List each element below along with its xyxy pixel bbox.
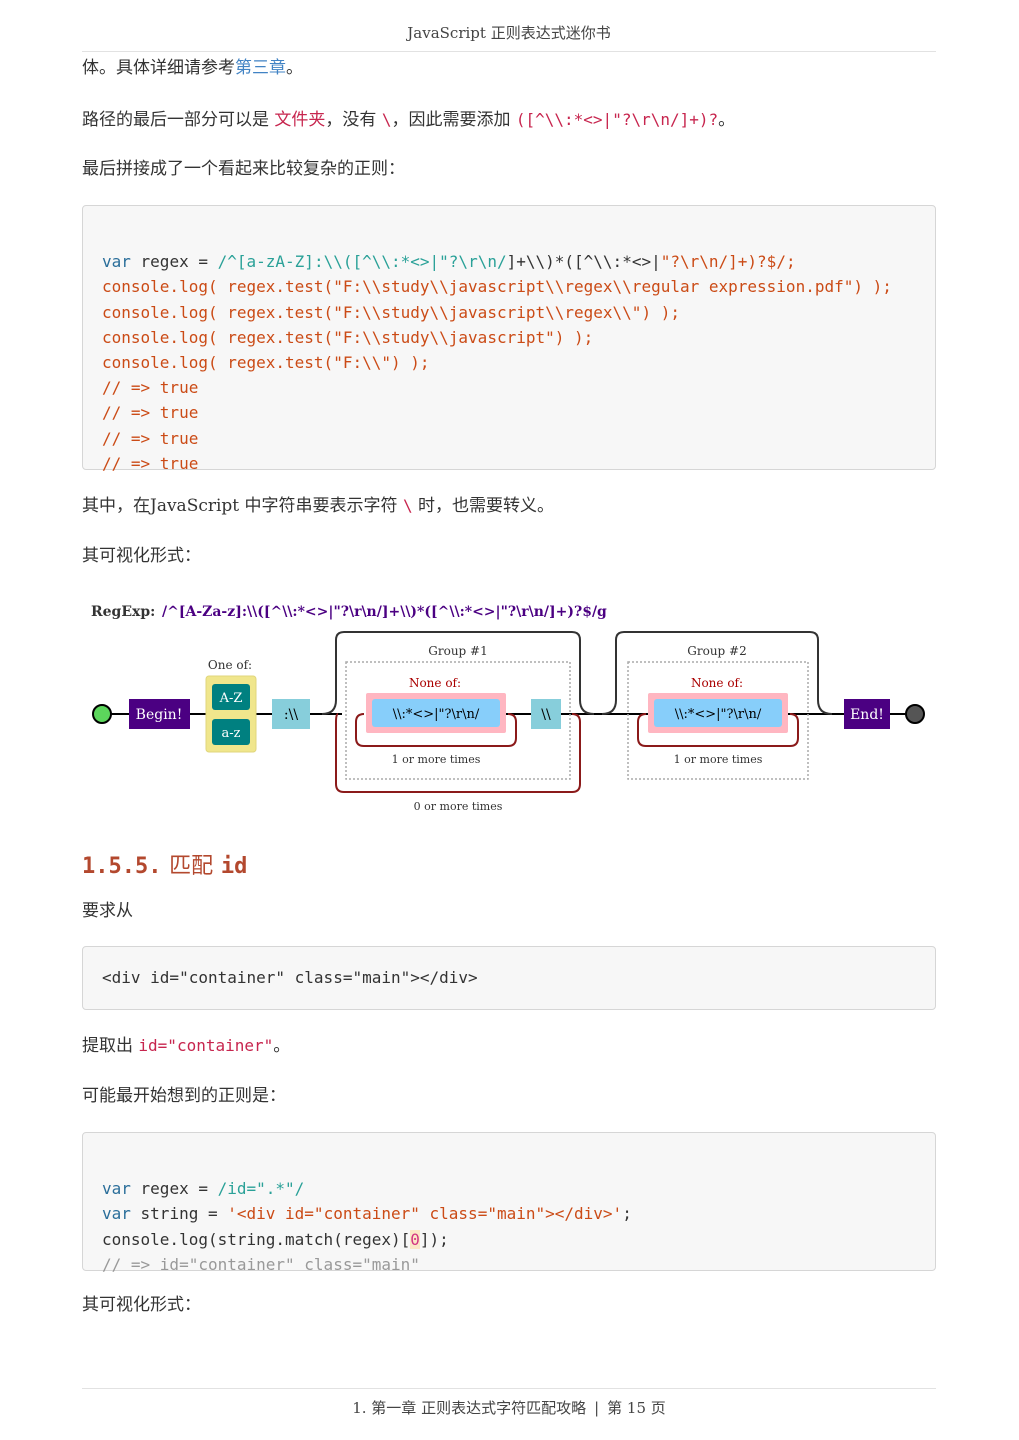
paragraph-text: 时，也需要转义。 [412,496,554,516]
paragraph-text: 体。具体详细请参考 [82,58,235,78]
page-header: JavaScript 正则表达式迷你书 [82,18,936,52]
begin-label: Begin! [136,707,183,723]
group1-loop-rail [335,713,581,793]
paragraph-text: ，因此需要添加 [391,110,516,130]
inline-code-backslash: \ [402,496,413,515]
paragraph-visual: 其可视化形式： [82,546,201,566]
section-title-en: id [220,854,248,879]
start-node [92,704,112,724]
end-node [905,704,925,724]
paragraph-combined: 最后拼接成了一个看起来比较复杂的正则： [82,159,405,179]
code-line: var string = '<div id="container" class=… [102,1204,632,1224]
one-of-label: One of: [208,658,252,672]
chapter-three-link[interactable]: 第三章 [235,58,286,78]
page-footer: 1. 第一章 正则表达式字符匹配攻略 | 第 15 页 [82,1388,936,1429]
code-block-match: var regex = /id=".*"/ var string = '<div … [82,1132,936,1274]
paragraph-text: 。 [718,110,736,130]
section-heading: 1.5.5. 匹配 id [82,851,247,882]
paragraph-text: 。 [286,58,303,78]
paragraph-reference: 体。具体详细请参考第三章。 [82,55,936,81]
footer-chapter: 1. 第一章 正则表达式字符匹配攻略 [352,1399,587,1417]
literal-box [531,699,561,729]
footer-separator: | [594,1399,600,1417]
code-line: console.log( regex.test("F:\\study\\java… [102,277,892,297]
begin-box [129,699,190,729]
repeat-label: 1 or more times [674,753,763,766]
paragraph-text: 。 [273,1036,291,1056]
regex-railroad-diagram: RegExp: /^[A-Za-z]:\\([^\\:*<>|"?\r\n/]+… [91,604,925,813]
inline-code-group: ([^\\:*<>|"?\r\n/]+)? [515,110,719,129]
charset-box [372,699,500,727]
repeat-label: 0 or more times [414,800,503,813]
literal-backslash: \\ [541,707,551,723]
inline-code-id: id="container" [138,1036,274,1055]
range-lower: a-z [222,726,241,741]
code-line: // => id="container" class="main" [102,1254,420,1274]
group1-box [345,661,571,780]
group1-label: Group #1 [428,644,487,658]
code-line: var regex = /id=".*"/ [102,1179,305,1199]
paragraph-last-part: 路径的最后一部分可以是 文件夹，没有 \，因此需要添加 ([^\\:*<>|"?… [82,107,936,133]
loop-rail [355,713,517,747]
code-line: // => true [102,453,199,473]
inline-code-backslash: \ [381,110,392,129]
paragraph-visual: 其可视化形式： [82,1295,201,1315]
section-number: 1.5.5. [82,854,162,879]
end-box [844,699,890,729]
paragraph-escape: 其中，在JavaScript 中字符串要表示字符 \ 时，也需要转义。 [82,493,936,519]
charset-chars: \\:*<>|"?\r\n/ [675,707,762,722]
group2-box [627,661,809,780]
literal-colon-backslash: :\\ [284,707,298,723]
inline-code-folder: 文件夹 [274,110,326,130]
group2-skip-rail [601,631,833,715]
charset-box [654,699,782,727]
paragraph-text: ，没有 [325,110,382,130]
code-line: console.log( regex.test("F:\\study\\java… [102,302,680,322]
code-line: <div id="container" class="main"></div> [102,968,478,987]
range-box [212,719,250,745]
none-of-label: None of: [691,676,743,690]
repeat-label: 1 or more times [392,753,481,766]
regexp-label: RegExp: [91,604,155,620]
header-title: JavaScript 正则表达式迷你书 [407,24,611,42]
literal-box [272,699,310,729]
paragraph-text: 路径的最后一部分可以是 [82,110,275,130]
group1-skip-rail [321,631,595,715]
paragraph-text: 其中，在JavaScript 中字符串要表示字符 [82,496,403,516]
code-line: var regex = /^[a-zA-Z]:\\([^\\:*<>|"?\r\… [102,252,796,272]
code-line: console.log( regex.test("F:\\") ); [102,352,430,372]
code-line: console.log(string.match(regex)[0]); [102,1229,449,1249]
footer-page-number: 第 15 页 [607,1399,666,1417]
paragraph-text: 提取出 [82,1036,139,1056]
code-line: // => true [102,428,199,448]
code-line: // => true [102,378,199,398]
code-line: // => true [102,403,199,423]
regexp-value: /^[A-Za-z]:\\([^\\:*<>|"?\r\n/]+\\)*([^\… [162,604,607,620]
group2-label: Group #2 [687,644,746,658]
code-line: console.log( regex.test("F:\\study\\java… [102,327,594,347]
paragraph-first-regex: 可能最开始想到的正则是： [82,1086,286,1106]
charset-chars: \\:*<>|"?\r\n/ [393,707,480,722]
end-label: End! [850,707,884,723]
code-block-regex-test: var regex = /^[a-zA-Z]:\\([^\\:*<>|"?\r\… [82,205,936,473]
section-title-zh: 匹配 [169,854,214,879]
code-block-html: <div id="container" class="main"></div> [82,946,936,1010]
range-upper: A-Z [219,691,243,706]
none-of-label: None of: [409,676,461,690]
range-box [212,684,250,710]
paragraph-extract: 提取出 id="container"。 [82,1033,936,1059]
loop-rail [637,713,799,747]
paragraph-requirement: 要求从 [82,901,133,921]
